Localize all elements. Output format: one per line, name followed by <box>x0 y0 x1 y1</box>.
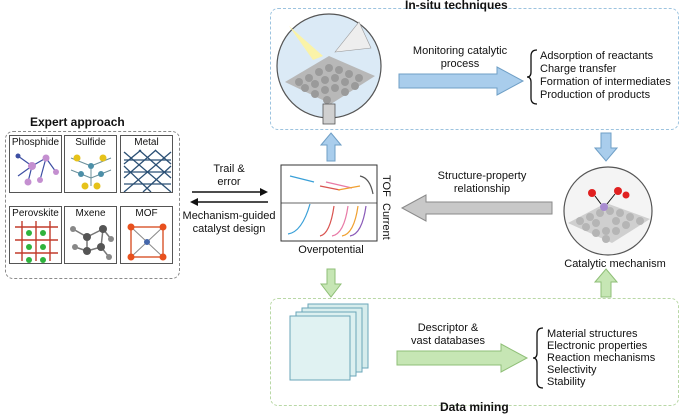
tile-label: MOF <box>135 208 158 219</box>
overpotential-label: Overpotential <box>298 244 364 256</box>
mof-structure-icon <box>127 223 167 261</box>
tile-label: Mxene <box>75 208 106 219</box>
tile-label: Metal <box>134 137 159 148</box>
trail-label: Trail & error <box>199 163 259 189</box>
insitu-item: Adsorption of reactants <box>540 50 654 62</box>
insitu-item: Charge transfer <box>540 63 617 75</box>
up-arrow-green-icon <box>594 268 618 298</box>
trail-line1: Trail & <box>213 163 245 175</box>
mechanism-line1: Mechanism-guided <box>182 210 276 222</box>
current-label: Current <box>380 203 392 240</box>
datamining-item: Material structures <box>547 328 638 340</box>
up-arrow-blue-icon <box>320 132 342 162</box>
tile-mxene: Mxene <box>64 206 117 264</box>
insitu-brace-icon <box>527 49 538 105</box>
tile-perovskite: Perovskite <box>9 206 62 264</box>
descriptor-line1: Descriptor & <box>417 322 479 334</box>
database-stack-icon <box>289 303 369 381</box>
tile-label: Phosphide <box>11 137 60 148</box>
insitu-item: Production of products <box>540 89 651 101</box>
insitu-reactor-icon <box>276 13 382 125</box>
monitoring-label: Monitoring catalytic process <box>400 45 520 71</box>
insitu-item: Formation of intermediates <box>540 76 671 88</box>
mechanism-guided-label: Mechanism-guided catalyst design <box>182 210 276 236</box>
mxene-structure-icon <box>70 225 114 260</box>
down-arrow-blue-icon <box>594 132 618 162</box>
insitu-panel <box>270 8 679 130</box>
catalytic-mechanism-icon <box>563 166 653 256</box>
descriptor-label: Descriptor & vast databases <box>398 322 498 348</box>
datamining-panel <box>270 298 679 406</box>
structure-arrow-icon <box>400 194 553 222</box>
mechanism-line2: catalyst design <box>192 223 266 235</box>
structure-line1: Structure-property <box>437 170 527 182</box>
expert-panel <box>5 131 180 279</box>
double-arrow-icon <box>190 188 268 206</box>
expert-title: Expert approach <box>30 115 125 129</box>
tof-label: TOF <box>380 175 392 197</box>
insitu-title: In-situ techniques <box>405 0 508 12</box>
sulfide-structure-icon <box>70 154 112 190</box>
datamining-item: Stability <box>547 376 586 388</box>
trail-line2: error <box>217 176 241 188</box>
catalytic-mechanism-label: Catalytic mechanism <box>564 258 666 270</box>
datamining-brace-icon <box>533 327 544 389</box>
datamining-item: Selectivity <box>547 364 597 376</box>
monitoring-line2: process <box>440 58 480 70</box>
tile-label: Perovskite <box>12 208 59 219</box>
tile-metal: Metal <box>120 135 173 193</box>
monitoring-line1: Monitoring catalytic <box>412 45 508 57</box>
descriptor-line2: vast databases <box>411 335 485 347</box>
tile-sulfide: Sulfide <box>64 135 117 193</box>
perovskite-structure-icon <box>15 221 58 263</box>
phosphide-structure-icon <box>15 153 59 186</box>
descriptor-arrow-icon <box>396 343 529 373</box>
structure-property-label: Structure-property relationship <box>422 170 542 196</box>
tof-current-plot <box>280 164 378 242</box>
metal-lattice-icon <box>123 149 172 192</box>
datamining-item: Reaction mechanisms <box>547 352 656 364</box>
tile-label: Sulfide <box>75 137 106 148</box>
datamining-item: Electronic properties <box>547 340 648 352</box>
tile-mof: MOF <box>120 206 173 264</box>
tile-phosphide: Phosphide <box>9 135 62 193</box>
datamining-title: Data mining <box>440 400 509 414</box>
down-arrow-green-icon <box>320 268 342 298</box>
structure-line2: relationship <box>453 183 511 195</box>
monitoring-arrow-icon <box>398 66 525 96</box>
